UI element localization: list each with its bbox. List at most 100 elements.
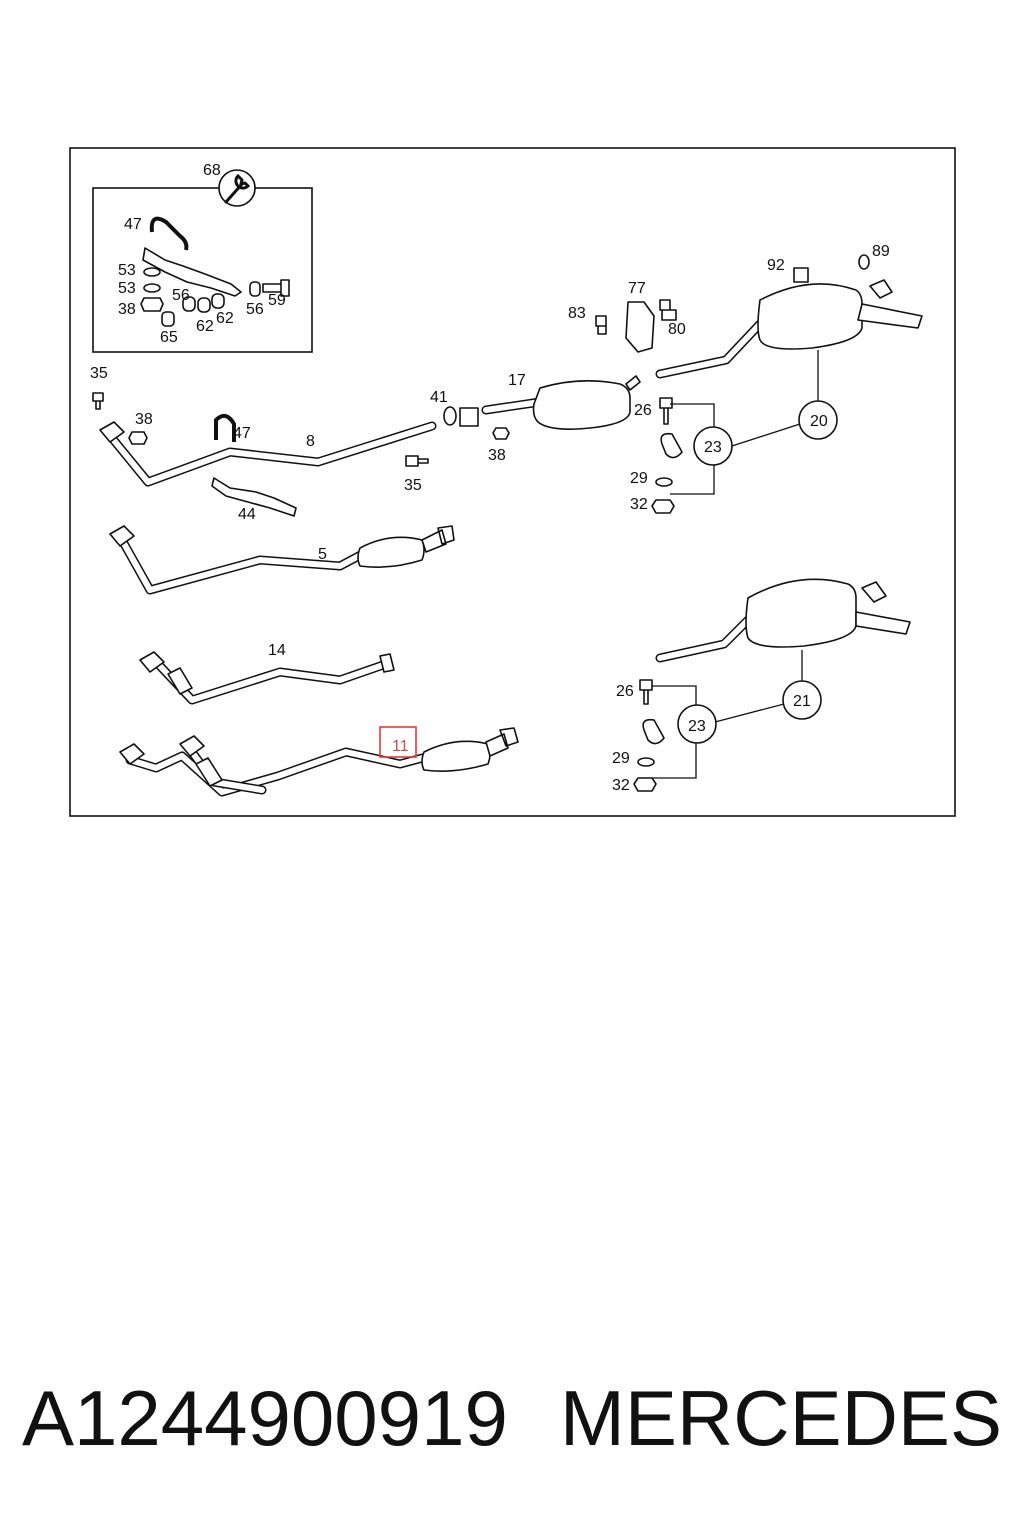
washer-53a — [143, 267, 161, 277]
callout-circle-23-lower — [677, 704, 717, 744]
bushing-62b — [211, 293, 225, 309]
callout-35-label: 35 — [90, 365, 108, 382]
tailpipe-21 — [855, 611, 911, 635]
callout-26-label: 26 — [634, 402, 652, 419]
flange-14-left — [139, 651, 165, 673]
callout-59-label: 59 — [268, 292, 286, 309]
highlight-box-11 — [379, 726, 417, 758]
ring-89 — [858, 254, 870, 270]
washer-53b — [143, 283, 161, 293]
callout-23-label: 23 — [688, 718, 706, 735]
callout-53-label: 53 — [118, 262, 136, 279]
callout-17-label: 17 — [508, 372, 526, 389]
hanger-77 — [625, 301, 655, 353]
callout-83-label: 83 — [568, 305, 586, 322]
callout-14-label: 14 — [268, 642, 286, 659]
rubber-92 — [793, 267, 809, 283]
nut-38-left — [128, 431, 148, 445]
muffler-20 — [757, 283, 863, 350]
callout-38-label: 38 — [118, 301, 136, 318]
callout-21-label: 21 — [793, 693, 811, 710]
bracket-inset — [142, 247, 242, 297]
nut-32-upper — [651, 499, 675, 514]
callout-32-label: 32 — [630, 496, 648, 513]
callout-62-label: 62 — [196, 318, 214, 335]
callout-41-label: 41 — [430, 389, 448, 406]
bolt-80 — [659, 299, 677, 321]
callout-62-label: 62 — [216, 310, 234, 327]
muffler-21 — [745, 578, 857, 648]
bolt-59 — [262, 279, 290, 297]
callout-38-label: 38 — [488, 447, 506, 464]
nut-32-lower — [633, 777, 657, 792]
muffler-17 — [532, 380, 631, 430]
nut-38-mid — [492, 427, 510, 440]
flange-11-left — [119, 743, 145, 765]
callout-56-label: 56 — [246, 301, 264, 318]
callout-circle-21 — [782, 680, 822, 720]
outlet-11 — [485, 727, 519, 757]
pipe-14-inner — [157, 661, 389, 703]
callout-47-label: 47 — [124, 216, 142, 233]
flange-left — [99, 421, 125, 443]
pipe-20-inner — [657, 321, 763, 377]
bolt-26-lower — [639, 679, 653, 705]
outlet-5 — [421, 525, 455, 553]
pipe-21-inner — [657, 617, 751, 661]
callout-53-label: 53 — [118, 280, 136, 297]
callout-65-label: 65 — [160, 329, 178, 346]
bolt-35-mid — [405, 455, 429, 467]
bracket-89 — [869, 279, 893, 299]
callout-5-label: 5 — [318, 546, 327, 563]
callout-32-label: 32 — [612, 777, 630, 794]
callout-26-label: 26 — [616, 683, 634, 700]
callout-29-label: 29 — [630, 470, 648, 487]
callout-circle-23-upper — [693, 426, 733, 466]
callout-29-label: 29 — [612, 750, 630, 767]
pipe-5-inner — [119, 537, 373, 593]
bracket-44 — [211, 477, 297, 517]
flange-14-right — [379, 653, 395, 673]
bushing-56b — [249, 281, 261, 297]
flange-5 — [109, 525, 135, 547]
callout-80-label: 80 — [668, 321, 686, 338]
bushing-56a — [182, 296, 196, 312]
bolt-35-top — [92, 392, 104, 410]
callout-47-label: 47 — [233, 425, 251, 442]
callout-circle-20 — [798, 400, 838, 440]
flex-11 — [195, 757, 223, 787]
washer-29-upper — [655, 477, 673, 487]
bolt-83 — [595, 315, 607, 335]
leader-23-20 — [731, 423, 801, 447]
bushing-62a — [197, 297, 211, 313]
bolt-65 — [161, 311, 175, 327]
brand-name: MERCEDES — [559, 1374, 1002, 1462]
gasket-41 — [443, 406, 457, 426]
highlight-label-11: 11 — [392, 738, 409, 755]
callout-20-label: 20 — [810, 413, 828, 430]
leader-23-21 — [714, 703, 785, 723]
flex-14 — [167, 667, 193, 695]
clamp-ring — [459, 407, 479, 427]
pipe-14-outline — [155, 659, 391, 705]
callout-56-label: 56 — [172, 287, 190, 304]
callout-38-label: 38 — [135, 411, 153, 428]
part-number: A1244900919 — [22, 1374, 508, 1462]
washer-29-lower — [637, 757, 655, 767]
pipe-17-inner — [483, 399, 543, 413]
callout-68-label: 68 — [203, 162, 221, 179]
front-pipe-8-inner — [109, 423, 435, 485]
clamp-23-upper — [660, 432, 683, 459]
footer: A1244900919 MERCEDES — [0, 1368, 1024, 1478]
callout-8-label: 8 — [306, 433, 315, 450]
diagram-frame — [69, 147, 956, 817]
nut-38-inset — [140, 297, 164, 312]
bolt-26-upper — [659, 397, 673, 425]
callout-89-label: 89 — [872, 243, 890, 260]
wrench-icon — [218, 169, 256, 207]
bracket-21 — [861, 581, 887, 603]
callout-77-label: 77 — [628, 280, 646, 297]
callout-35-label: 35 — [404, 477, 422, 494]
